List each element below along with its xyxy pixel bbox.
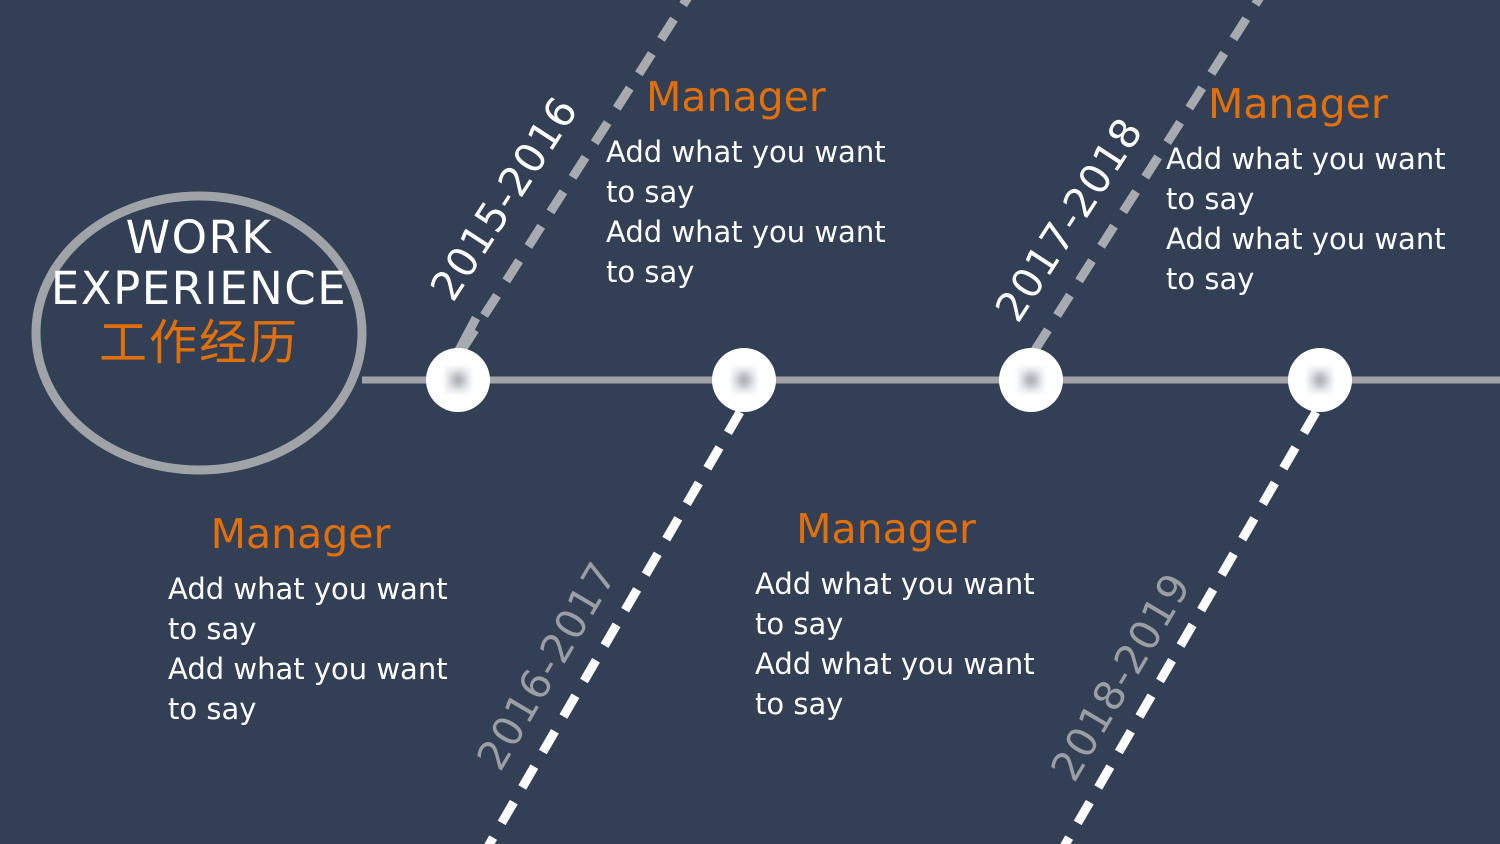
desc-line: to say — [168, 612, 257, 647]
image-placeholder-icon — [1018, 367, 1044, 393]
image-placeholder-icon — [1307, 367, 1333, 393]
entry-description-2: Add what you want to say Add what you wa… — [168, 569, 448, 729]
entry-block-2017-2018: Manager Add what you want to say Add wha… — [1166, 84, 1446, 299]
desc-line: Add what you want — [1166, 142, 1446, 176]
desc-line: to say — [755, 687, 844, 722]
desc-line: Add what you want — [606, 215, 886, 250]
work-experience-ellipse — [31, 191, 367, 475]
entry-block-2015-2016: Manager Add what you want to say Add wha… — [606, 77, 886, 292]
timeline-node-1[interactable] — [426, 348, 490, 412]
image-placeholder-icon — [445, 367, 471, 393]
desc-line: Add what you want — [1166, 222, 1446, 257]
entry-role-1: Manager — [646, 73, 826, 121]
entry-role-4: Manager — [796, 505, 976, 553]
entry-description-3: Add what you want to say Add what you wa… — [1166, 139, 1446, 299]
dashed-branch-2016-2017 — [484, 409, 744, 844]
desc-line: Add what you want — [606, 135, 886, 169]
timeline-node-4[interactable] — [1288, 348, 1352, 412]
entry-block-2018-2019: Manager Add what you want to say Add wha… — [755, 509, 1035, 724]
desc-line: Add what you want — [755, 567, 1035, 601]
desc-line: to say — [168, 692, 257, 727]
desc-line: to say — [606, 175, 695, 210]
image-placeholder-icon — [731, 367, 757, 393]
desc-line: Add what you want — [755, 647, 1035, 682]
dashed-branch-2015-2016 — [458, 0, 692, 353]
dashed-branch-2018-2019 — [1060, 409, 1320, 844]
entry-description-4: Add what you want to say Add what you wa… — [755, 564, 1035, 724]
entry-block-2016-2017: Manager Add what you want to say Add wha… — [168, 514, 448, 729]
desc-line: to say — [755, 607, 844, 642]
entry-description-1: Add what you want to say Add what you wa… — [606, 132, 886, 292]
desc-line: to say — [1166, 182, 1255, 217]
timeline-node-2[interactable] — [712, 348, 776, 412]
dashed-branch-2017-2018 — [1031, 0, 1264, 353]
desc-line: Add what you want — [168, 572, 448, 606]
desc-line: Add what you want — [168, 652, 448, 687]
desc-line: to say — [1166, 262, 1255, 297]
entry-role-2: Manager — [210, 510, 391, 558]
desc-line: to say — [606, 255, 695, 290]
timeline-node-3[interactable] — [999, 348, 1063, 412]
entry-role-3: Manager — [1208, 80, 1388, 128]
